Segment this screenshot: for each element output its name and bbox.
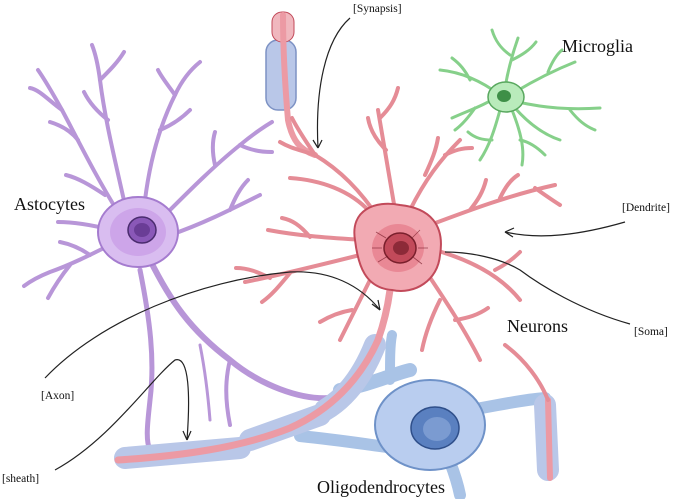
neuron-soma [353,202,442,292]
astrocyte-soma [97,196,179,268]
sheath-label: [sheath] [2,473,39,485]
neuron-axon [114,12,553,481]
astrocyte-cell [22,43,333,453]
dendrite-label: [Dendrite] [622,202,670,214]
neurons-label: Neurons [507,316,568,336]
astrocytes-label: Astocytes [14,194,85,214]
microglia-label: Microglia [562,36,633,56]
soma-label: [Soma] [634,326,668,338]
oligodendrocytes-label: Oligodendrocytes [317,477,445,497]
axon-label: [Axon] [41,390,74,402]
synapsis-label: [Synapsis] [353,3,402,15]
microglia-soma [487,81,525,113]
neuron-dendrites [234,86,562,362]
oligodendrocyte-cell [294,330,551,499]
label-pointers [44,17,631,471]
